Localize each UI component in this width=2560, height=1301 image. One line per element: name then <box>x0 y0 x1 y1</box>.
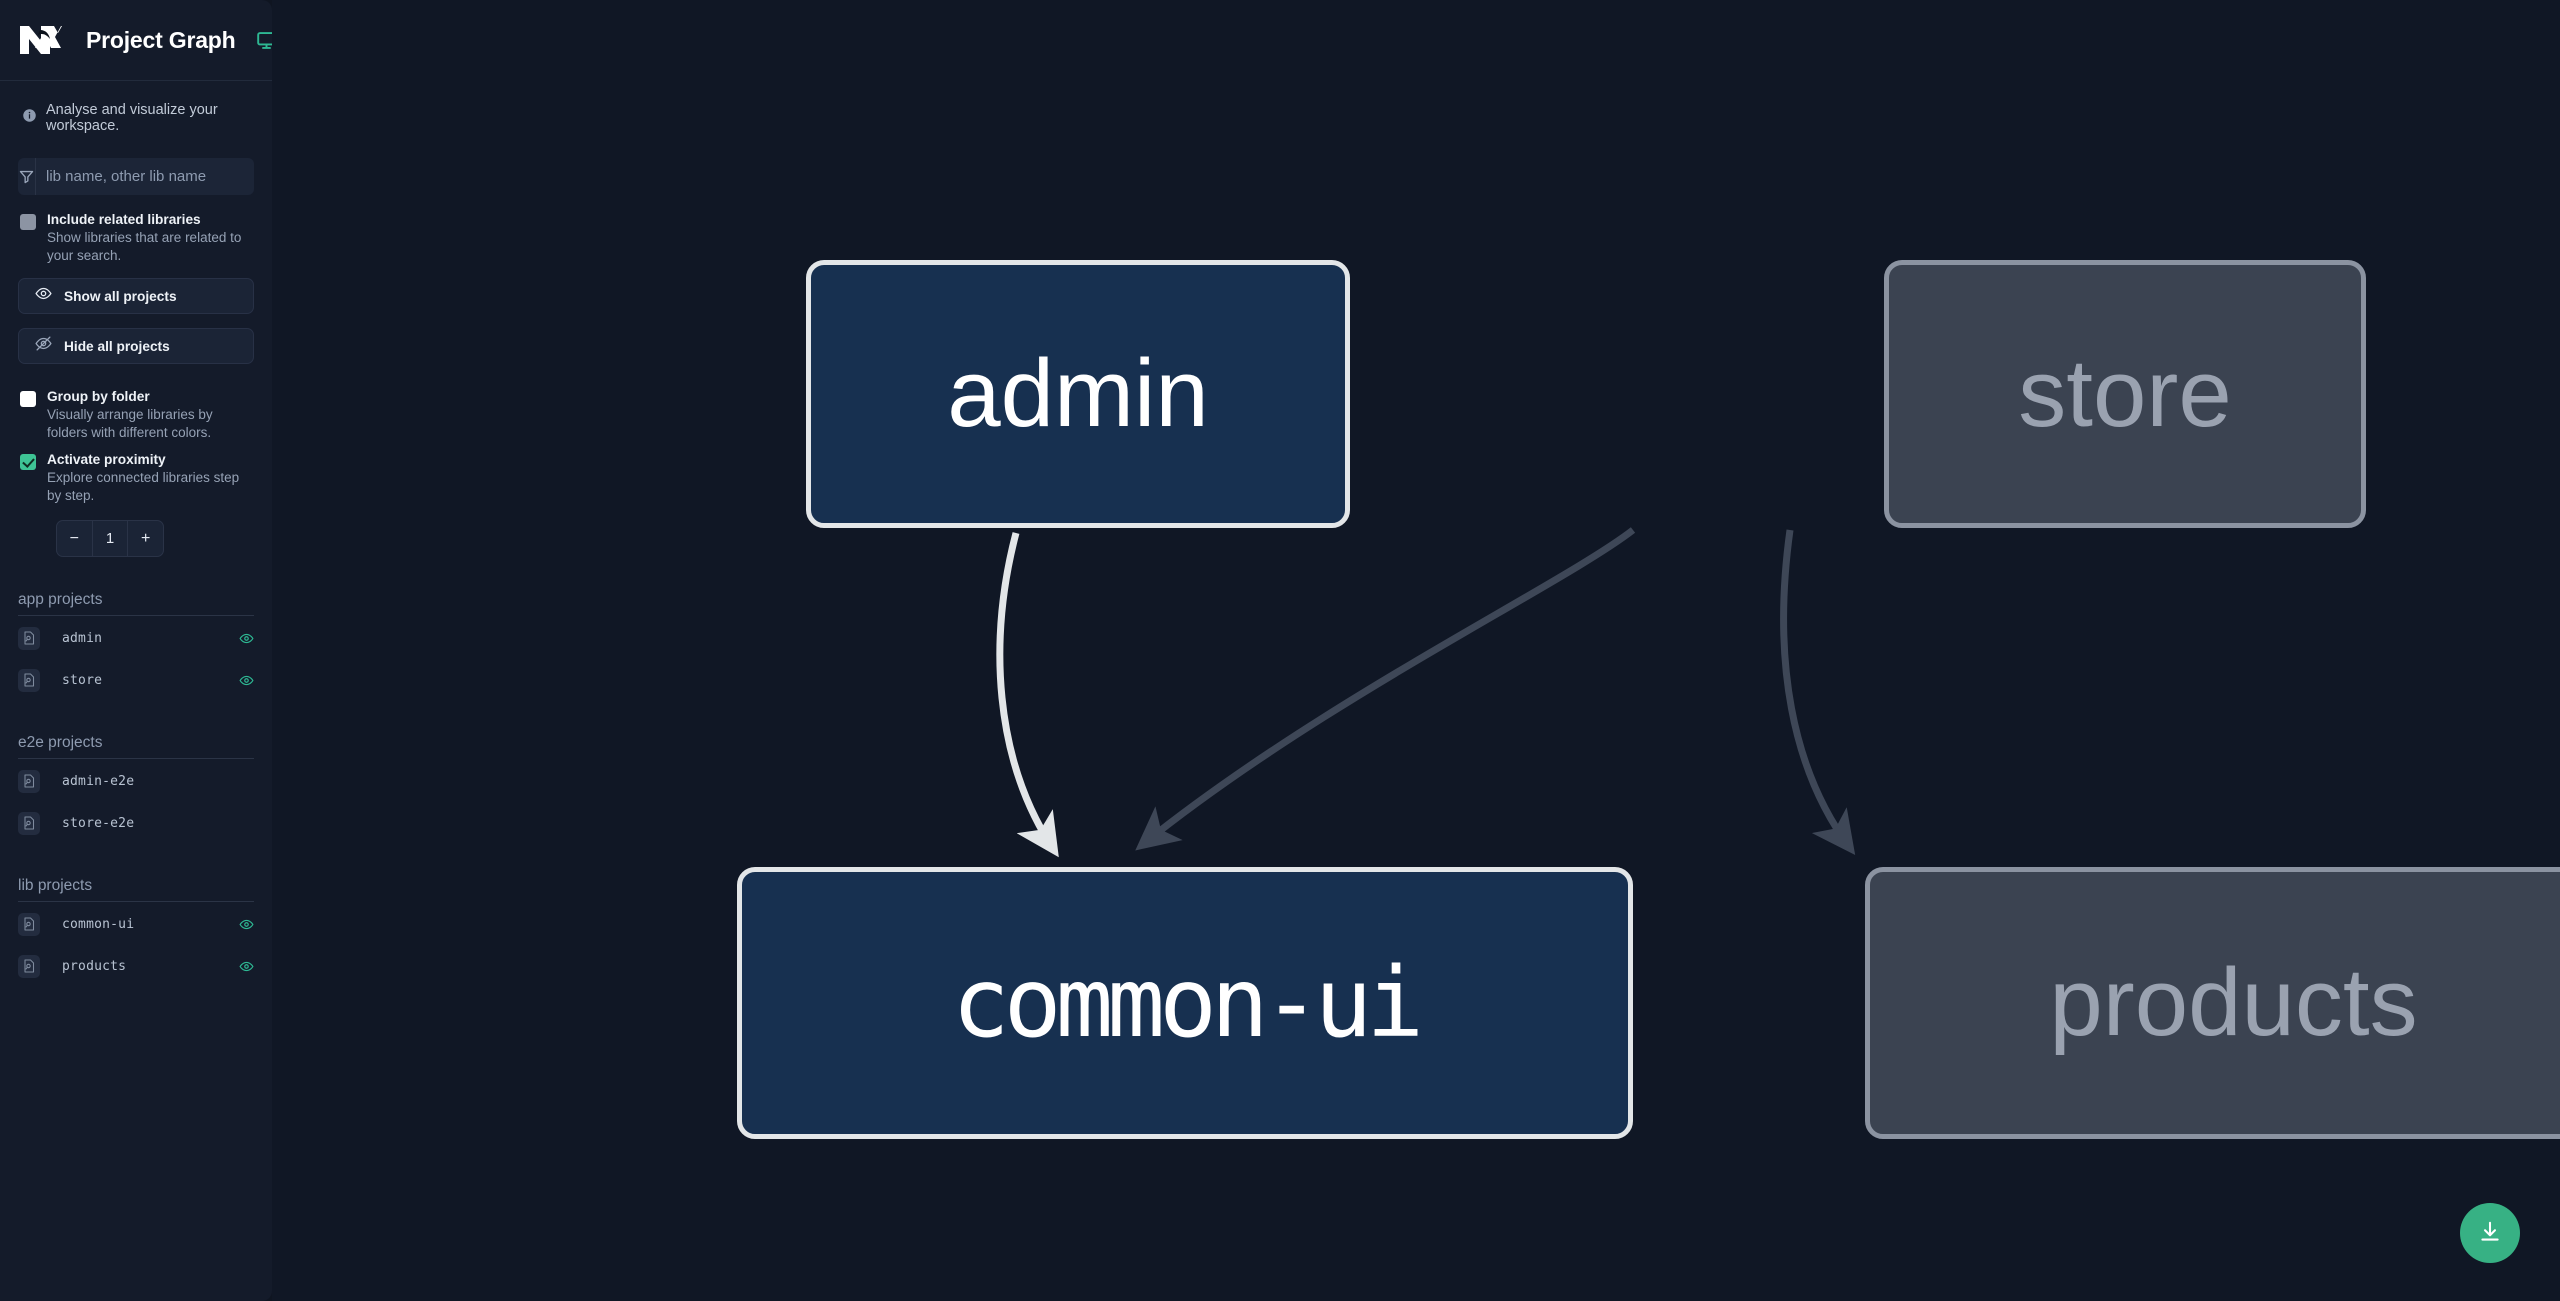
show-all-projects-label: Show all projects <box>64 288 177 304</box>
toggle-visibility-eye-icon[interactable] <box>239 959 254 974</box>
proximity-increment-button[interactable]: + <box>141 529 151 547</box>
search-input[interactable] <box>36 158 254 195</box>
show-all-projects-button[interactable]: Show all projects <box>18 278 254 314</box>
graph-node-label: common-ui <box>951 947 1424 1059</box>
option-label: Include related libraries <box>47 212 201 227</box>
option-activate-proximity[interactable]: Activate proximity Explore connected lib… <box>0 441 272 504</box>
graph-node-store[interactable]: store <box>1884 260 2366 528</box>
nx-logo-icon <box>18 20 66 60</box>
project-row-admin-e2e[interactable]: admin-e2e <box>18 761 254 801</box>
search-field[interactable] <box>18 158 254 195</box>
project-row-store[interactable]: store <box>18 660 254 700</box>
info-icon <box>22 108 37 128</box>
project-file-icon <box>18 954 40 978</box>
graph-node-label: admin <box>947 340 1209 447</box>
download-graph-button[interactable] <box>2460 1203 2520 1263</box>
graph-node-products[interactable]: products <box>1865 867 2560 1139</box>
graph-node-admin[interactable]: admin <box>806 260 1350 528</box>
stepper-divider <box>127 521 129 556</box>
project-group-e2e: e2e projects admin-e2e store-e2e <box>0 734 272 843</box>
project-row-store-e2e[interactable]: store-e2e <box>18 803 254 843</box>
divider <box>18 615 254 616</box>
option-group-by-folder[interactable]: Group by folder Visually arrange librari… <box>0 364 272 441</box>
stepper-divider <box>91 521 93 556</box>
toggle-visibility-eye-icon[interactable] <box>239 631 254 646</box>
edge-store-to-common-ui <box>1135 527 1636 851</box>
graph-node-label: store <box>2018 340 2232 447</box>
project-name: common-ui <box>62 916 135 932</box>
graph-canvas[interactable]: admin store common-ui products <box>272 0 2560 1301</box>
option-description: Visually arrange libraries by folders wi… <box>47 407 213 440</box>
eye-icon <box>35 285 52 307</box>
project-group-lib: lib projects common-ui products <box>0 877 272 986</box>
sidebar-header: Project Graph <box>0 0 272 81</box>
toggle-visibility-eye-icon[interactable] <box>239 673 254 688</box>
hide-all-projects-button[interactable]: Hide all projects <box>18 328 254 364</box>
project-row-products[interactable]: products <box>18 946 254 986</box>
page-title: Project Graph <box>86 26 236 53</box>
tagline-text: Analyse and visualize your workspace. <box>46 102 218 134</box>
project-file-icon <box>18 912 40 936</box>
divider <box>18 758 254 759</box>
project-group-title: lib projects <box>18 877 93 894</box>
edge-store-to-products <box>1780 529 1856 855</box>
project-name: products <box>62 958 127 974</box>
project-name: admin <box>62 630 103 646</box>
option-include-related-libraries[interactable]: Include related libraries Show libraries… <box>0 195 272 264</box>
sidebar-tagline: Analyse and visualize your workspace. <box>0 81 272 134</box>
project-file-icon <box>18 811 40 835</box>
project-row-admin[interactable]: admin <box>18 618 254 658</box>
project-name: store-e2e <box>62 815 135 831</box>
project-row-common-ui[interactable]: common-ui <box>18 904 254 944</box>
graph-node-common-ui[interactable]: common-ui <box>737 867 1633 1139</box>
toggle-visibility-eye-icon[interactable] <box>239 917 254 932</box>
checkbox-include-related-libraries[interactable] <box>20 214 36 230</box>
project-file-icon <box>18 626 40 650</box>
filter-funnel-icon <box>18 158 36 195</box>
edge-admin-to-common-ui <box>996 532 1059 858</box>
checkbox-activate-proximity[interactable] <box>20 454 36 470</box>
checkbox-group-by-folder[interactable] <box>20 391 36 407</box>
hide-all-projects-label: Hide all projects <box>64 338 170 354</box>
graph-edges <box>996 527 1856 858</box>
monitor-icon[interactable] <box>256 30 272 51</box>
graph-node-label: products <box>2049 949 2418 1056</box>
eye-off-icon <box>35 335 52 357</box>
proximity-stepper[interactable]: − 1 + <box>56 520 164 557</box>
project-file-icon <box>18 769 40 793</box>
option-description: Explore connected libraries step by step… <box>47 470 240 503</box>
sidebar: Project Graph Analyse and visualize your… <box>0 0 272 1301</box>
download-icon <box>2477 1219 2503 1248</box>
divider <box>18 901 254 902</box>
project-name: admin-e2e <box>62 773 135 789</box>
option-label: Group by folder <box>47 389 150 404</box>
proximity-decrement-button[interactable]: − <box>69 529 79 547</box>
project-group-title: app projects <box>18 591 103 608</box>
proximity-value: 1 <box>105 530 115 547</box>
project-groups: app projects admin store e2e projects admin-… <box>0 591 272 986</box>
project-group-app: app projects admin store <box>0 591 272 700</box>
option-label: Activate proximity <box>47 452 166 467</box>
project-file-icon <box>18 668 40 692</box>
project-name: store <box>62 672 103 688</box>
project-group-title: e2e projects <box>18 734 103 751</box>
option-description: Show libraries that are related to your … <box>47 230 242 263</box>
